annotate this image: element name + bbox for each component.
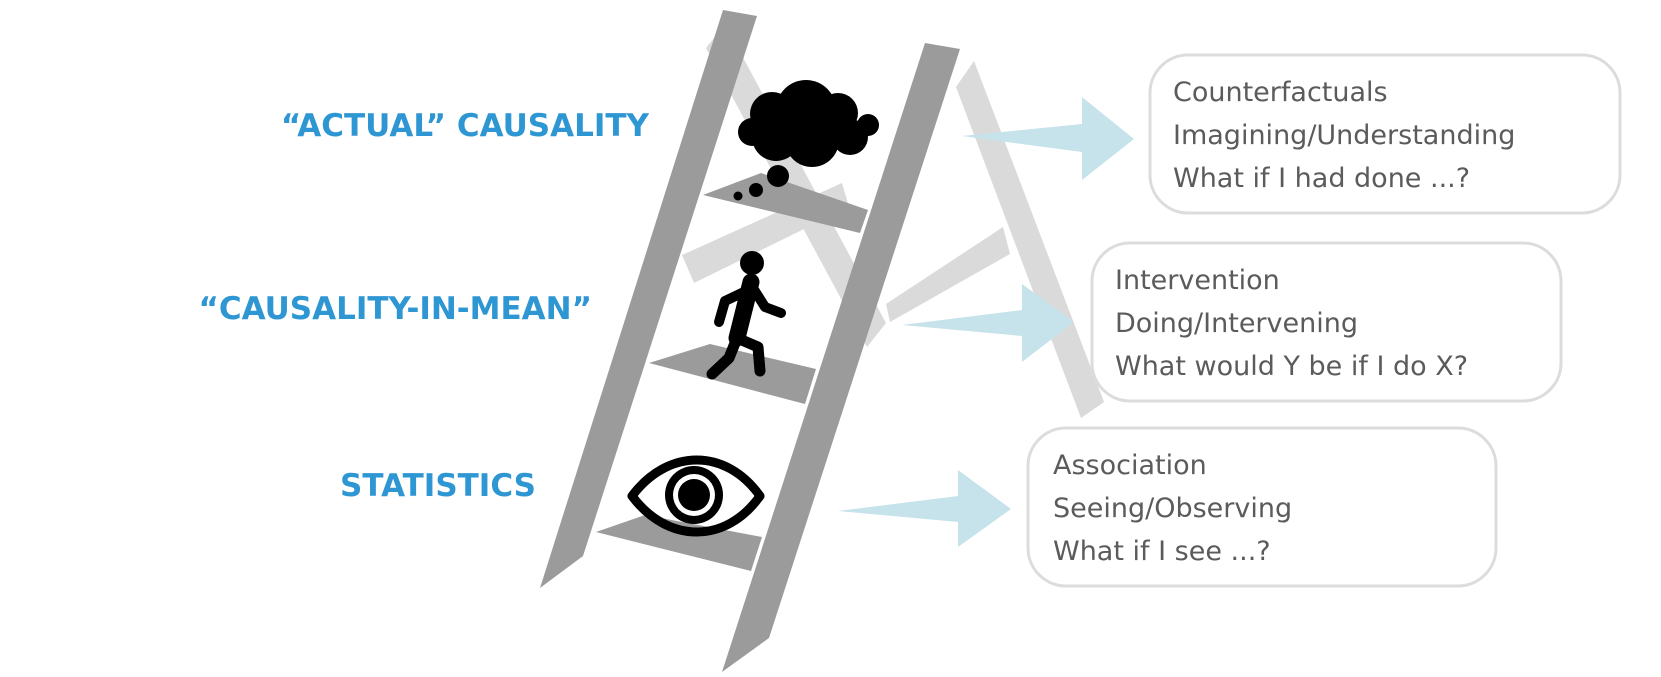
eye-icon — [627, 455, 765, 537]
front-ladder-rail-left — [540, 10, 757, 588]
front-ladder-rail-right — [722, 43, 960, 672]
back-ladder-rung-lower — [886, 227, 1010, 322]
box-intervention: Intervention Doing/Intervening What woul… — [1090, 241, 1563, 403]
arrows — [838, 97, 1134, 547]
box-intervention-line-1: Intervention — [1115, 265, 1280, 296]
box-association-line-3: What if I see ...? — [1053, 536, 1271, 567]
label-statistics: STATISTICS — [340, 468, 536, 504]
arrow-counterfactuals — [962, 97, 1134, 180]
front-ladder-rung-top — [703, 173, 868, 233]
box-association-line-1: Association — [1053, 450, 1207, 481]
thought-cloud-icon — [733, 80, 879, 201]
back-ladder-rail-right — [956, 61, 1104, 418]
arrow-association — [838, 470, 1011, 547]
box-counterfactuals-line-1: Counterfactuals — [1173, 77, 1388, 108]
box-counterfactuals-line-2: Imagining/Understanding — [1173, 120, 1515, 151]
box-counterfactuals: Counterfactuals Imagining/Understanding … — [1148, 53, 1622, 215]
front-ladder-rung-middle — [649, 344, 816, 404]
box-association: Association Seeing/Observing What if I s… — [1026, 426, 1498, 588]
box-counterfactuals-line-3: What if I had done ...? — [1173, 163, 1470, 194]
box-association-line-2: Seeing/Observing — [1053, 493, 1292, 524]
box-intervention-line-3: What would Y be if I do X? — [1115, 351, 1468, 382]
label-causality-in-mean: “CAUSALITY-IN-MEAN” — [198, 291, 592, 327]
box-intervention-line-2: Doing/Intervening — [1115, 308, 1358, 339]
walking-person-icon — [706, 251, 786, 380]
label-actual-causality: “ACTUAL” CAUSALITY — [281, 108, 650, 144]
front-ladder — [540, 10, 960, 672]
arrow-intervention — [902, 284, 1074, 362]
front-ladder-rung-bottom — [596, 515, 762, 571]
